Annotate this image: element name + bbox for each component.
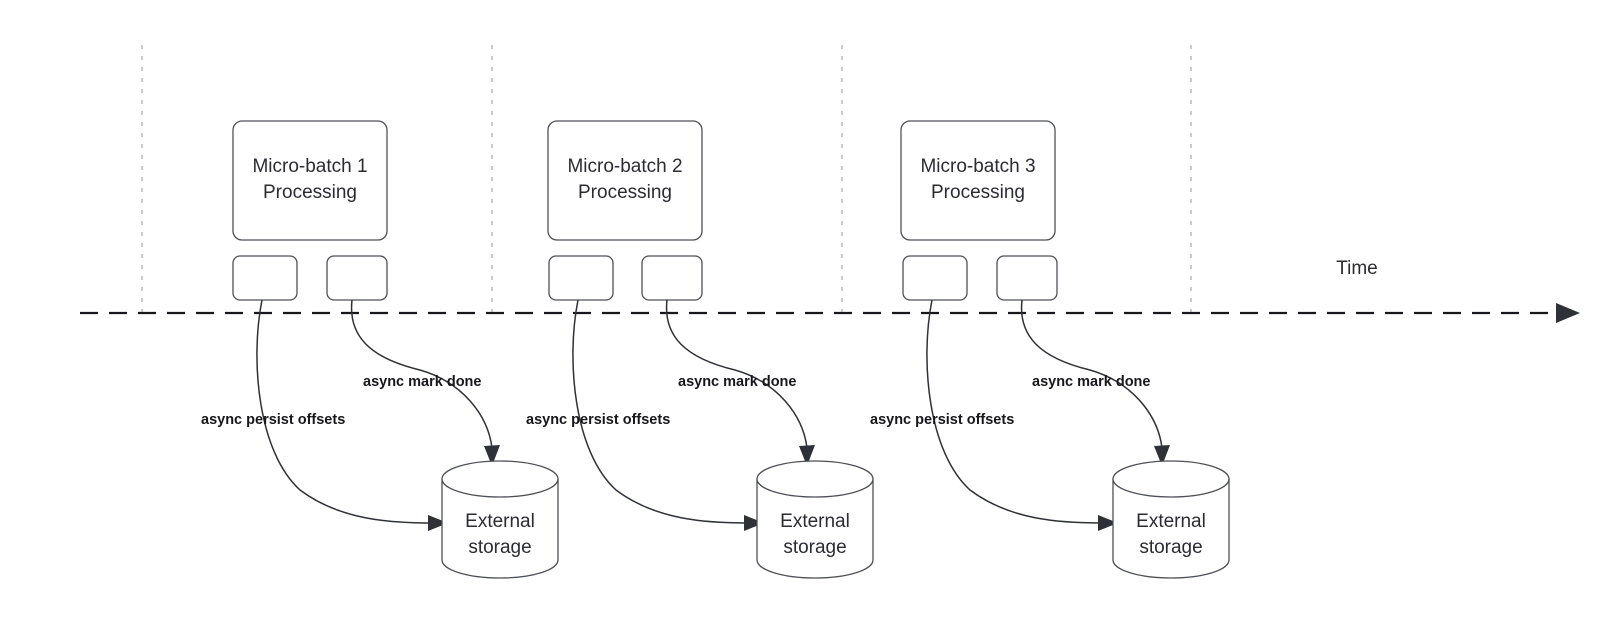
edge-persist-offsets-1: [256, 299, 433, 524]
edge-label-persist-offsets-2: async persist offsets: [526, 412, 670, 428]
micro-batch-3-box[interactable]: [900, 120, 1056, 241]
edge-mark-done-3-arrowhead: [1154, 445, 1170, 466]
time-axis-label: Time: [1336, 258, 1378, 279]
task-box-2a[interactable]: [548, 255, 614, 301]
edge-mark-done-2-arrowhead: [799, 445, 815, 466]
external-storage-3[interactable]: External storage: [1112, 460, 1230, 579]
micro-batch-2-label-line1: Micro-batch 2: [567, 156, 682, 177]
micro-batch-2-box[interactable]: [547, 120, 703, 241]
edge-label-mark-done-1: async mark done: [363, 374, 481, 390]
edge-label-mark-done-3: async mark done: [1032, 374, 1150, 390]
edge-persist-offsets-2-arrowhead: [744, 515, 764, 531]
edge-persist-offsets-2: [572, 299, 749, 524]
micro-batch-2-label-line2: Processing: [578, 182, 672, 203]
time-axis: Time: [80, 258, 1580, 323]
task-box-1b[interactable]: [326, 255, 388, 301]
micro-batch-3-label-line1: Micro-batch 3: [920, 156, 1035, 177]
micro-batch-3-label-line2: Processing: [931, 182, 1025, 203]
time-axis-arrowhead: [1556, 303, 1580, 323]
edge-label-persist-offsets-1: async persist offsets: [201, 412, 345, 428]
external-storage-1-label-line2: storage: [468, 537, 531, 558]
micro-batch-1-label-line1: Micro-batch 1: [252, 156, 367, 177]
tick-lines: [141, 45, 1192, 318]
batch-group-2: Micro-batch 2 Processing async persist o…: [526, 120, 874, 579]
batch-group-1: Micro-batch 1 Processing async persist o…: [201, 120, 559, 579]
edge-persist-offsets-3-arrowhead: [1098, 515, 1118, 531]
external-storage-2-body: [756, 478, 874, 579]
edge-label-mark-done-2: async mark done: [678, 374, 796, 390]
task-box-3a[interactable]: [902, 255, 968, 301]
external-storage-1[interactable]: External storage: [441, 460, 559, 579]
external-storage-3-body: [1112, 478, 1230, 579]
external-storage-2-top: [756, 460, 874, 498]
edge-mark-done-1: [350, 299, 493, 449]
task-box-1a[interactable]: [232, 255, 298, 301]
edge-label-persist-offsets-3: async persist offsets: [870, 412, 1014, 428]
external-storage-1-body: [441, 478, 559, 579]
edge-mark-done-1-arrowhead: [484, 445, 500, 466]
external-storage-3-top: [1112, 460, 1230, 498]
external-storage-3-label-line1: External: [1136, 511, 1206, 532]
task-box-3b[interactable]: [996, 255, 1058, 301]
external-storage-2[interactable]: External storage: [756, 460, 874, 579]
edge-persist-offsets-3: [926, 299, 1103, 524]
external-storage-1-label-line1: External: [465, 511, 535, 532]
edge-mark-done-2: [665, 299, 808, 449]
edge-persist-offsets-1-arrowhead: [428, 515, 448, 531]
batch-group-3: Micro-batch 3 Processing async persist o…: [870, 120, 1230, 579]
task-box-2b[interactable]: [641, 255, 703, 301]
external-storage-2-label-line2: storage: [783, 537, 846, 558]
edge-mark-done-3: [1020, 299, 1163, 449]
external-storage-3-label-line2: storage: [1139, 537, 1202, 558]
micro-batch-1-box[interactable]: [232, 120, 388, 241]
external-storage-1-top: [441, 460, 559, 498]
micro-batch-1-label-line2: Processing: [263, 182, 357, 203]
external-storage-2-label-line1: External: [780, 511, 850, 532]
